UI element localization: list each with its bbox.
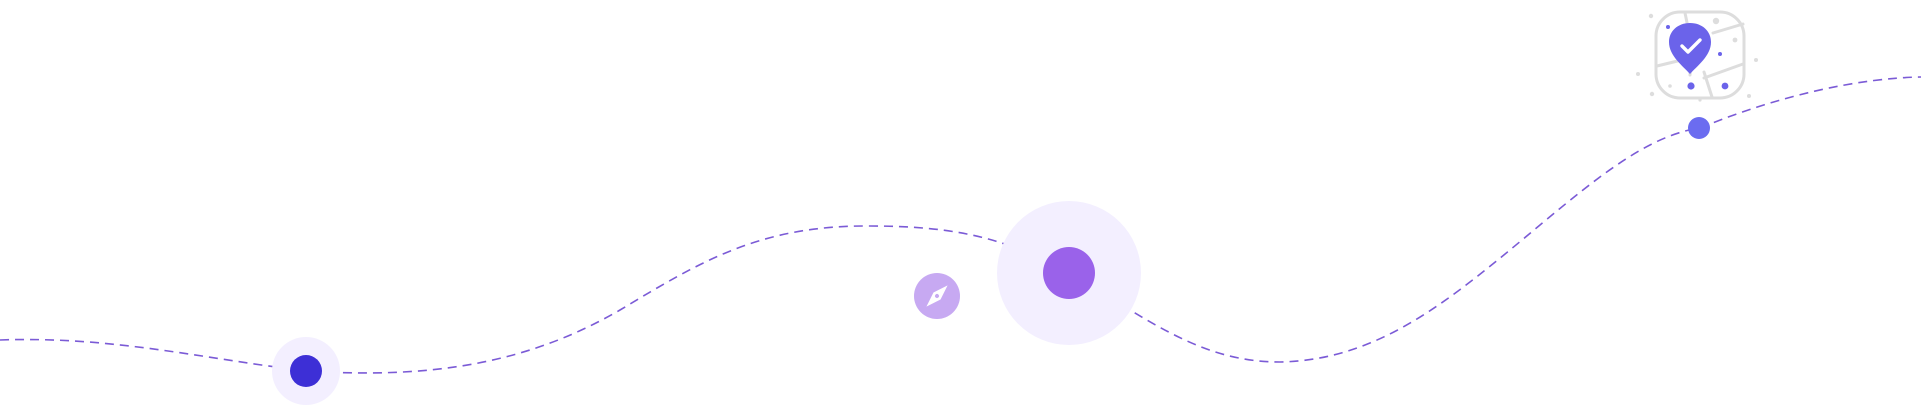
map-location-dots xyxy=(1666,25,1729,90)
check-icon xyxy=(1680,38,1702,54)
dashed-route-path xyxy=(0,76,1921,374)
route-waypoint-start[interactable] xyxy=(272,337,340,405)
compass-icon xyxy=(926,285,948,307)
waypoint-dot xyxy=(1043,247,1095,299)
map-shield-icon xyxy=(1636,10,1758,102)
waypoint-dot xyxy=(1688,117,1710,139)
route-waypoint-end[interactable] xyxy=(1688,117,1710,139)
map-tile-outline xyxy=(1654,10,1746,100)
compass-badge[interactable] xyxy=(914,273,960,319)
route-waypoint-middle[interactable] xyxy=(997,201,1141,345)
waypoint-dot xyxy=(290,355,322,387)
